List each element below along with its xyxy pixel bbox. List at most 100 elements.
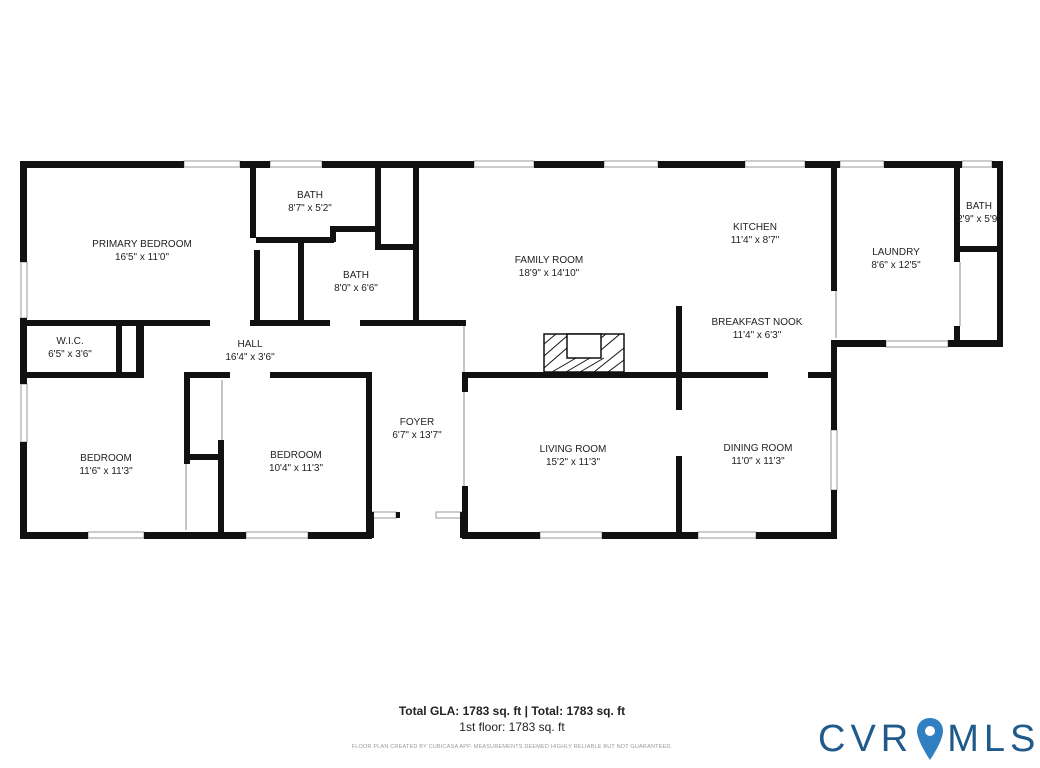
wall [20, 318, 27, 384]
wall [240, 161, 270, 168]
primary-bedroom-label: PRIMARY BEDROOM [92, 239, 192, 250]
logo-text-right: MLS [947, 717, 1040, 760]
hall-label: HALL [237, 339, 262, 350]
total-sqft: Total: 1783 sq. ft [531, 704, 626, 718]
wall [250, 166, 256, 238]
window [245, 531, 309, 539]
wall [808, 372, 836, 378]
walls [20, 161, 1003, 539]
wall [308, 532, 372, 539]
dining-room-dim: 11'0" x 11'3" [731, 456, 785, 467]
wall [676, 456, 682, 534]
bedroom-1-label: BEDROOM [80, 453, 132, 464]
window [697, 531, 757, 539]
wall [184, 372, 190, 464]
dining-room-label: DINING ROOM [724, 443, 793, 454]
wall [186, 454, 224, 460]
bath-1-dim: 8'7" x 5'2" [288, 203, 332, 214]
family-room-dim: 18'9" x 14'10" [519, 268, 580, 279]
map-pin-icon [917, 718, 944, 760]
wall [831, 340, 837, 430]
wall [20, 320, 210, 326]
wall [462, 532, 540, 539]
wic-dim: 6'5" x 3'6" [48, 349, 92, 360]
living-room-label: LIVING ROOM [540, 444, 607, 455]
bath-3-dim: 2'9" x 5'9" [957, 214, 1001, 225]
wall [997, 161, 1003, 347]
foyer-dim: 6'7" x 13'7" [392, 430, 442, 441]
total-separator: | [521, 704, 532, 718]
wall [322, 161, 474, 168]
wall [396, 512, 400, 518]
wall [270, 372, 372, 378]
kitchen-dim: 11'4" x 8'7" [731, 235, 780, 246]
primary-bedroom-dim: 16'5" x 11'0" [115, 252, 170, 263]
wall [413, 166, 419, 326]
window [269, 160, 323, 168]
wall [360, 320, 466, 326]
wall [602, 532, 698, 539]
window [839, 160, 885, 168]
wall [534, 161, 604, 168]
wall [20, 161, 27, 262]
wall [144, 532, 246, 539]
wic-label: W.I.C. [56, 336, 83, 347]
foyer-label: FOYER [400, 417, 434, 428]
windows [20, 160, 993, 539]
total-gla: Total GLA: 1783 sq. ft [398, 704, 522, 718]
window [371, 511, 397, 519]
cvrmls-logo: CVR MLS [818, 716, 1040, 762]
window [830, 429, 838, 491]
wall [366, 372, 372, 538]
living-room-dim: 15'2" x 11'3" [546, 457, 601, 468]
wall [462, 486, 468, 536]
wall [250, 320, 330, 326]
window [885, 340, 949, 348]
breakfast-nook-dim: 11'4" x 6'3" [733, 330, 782, 341]
wall [831, 161, 837, 291]
wall [954, 166, 960, 262]
wall [756, 532, 837, 539]
total-area: Total GLA: 1783 sq. ft | Total: 1783 sq.… [0, 704, 1024, 718]
wall [805, 161, 840, 168]
wall [462, 372, 768, 378]
bedroom-2-dim: 10'4" x 11'3" [269, 463, 324, 474]
bath-3-label: BATH [966, 201, 992, 212]
kitchen-label: KITCHEN [733, 222, 777, 233]
wall [298, 242, 304, 326]
wall [116, 322, 122, 376]
bedroom-2-label: BEDROOM [270, 450, 322, 461]
disclaimer: FLOOR PLAN CREATED BY CUBICASA APP. MEAS… [351, 744, 673, 750]
bath-2-dim: 8'0" x 6'6" [334, 283, 378, 294]
wall [834, 340, 886, 347]
wall [658, 161, 745, 168]
wall [330, 226, 336, 242]
window [744, 160, 806, 168]
wall [20, 161, 184, 168]
wall [676, 306, 682, 410]
window [20, 383, 28, 443]
wall [256, 237, 334, 243]
wall [330, 226, 380, 232]
family-room-label: FAMILY ROOM [515, 255, 584, 266]
hall-dim: 16'4" x 3'6" [225, 352, 275, 363]
window [183, 160, 241, 168]
window [435, 511, 463, 519]
bath-1-label: BATH [297, 190, 323, 201]
window [20, 261, 28, 319]
laundry-label: LAUNDRY [872, 247, 920, 258]
wall [184, 372, 230, 378]
laundry-dim: 8'6" x 12'5" [871, 260, 921, 271]
wall [20, 532, 88, 539]
first-floor-area: 1st floor: 1783 sq. ft [459, 720, 565, 734]
wall [954, 326, 960, 344]
breakfast-nook-label: BREAKFAST NOOK [712, 317, 803, 328]
wall [20, 372, 144, 378]
logo-text-left: CVR [818, 717, 914, 760]
bedroom-1-dim: 11'6" x 11'3" [79, 466, 133, 477]
wall [218, 440, 224, 538]
wall [136, 322, 144, 378]
wall [956, 246, 1002, 252]
bath-2-label: BATH [343, 270, 369, 281]
window [603, 160, 659, 168]
